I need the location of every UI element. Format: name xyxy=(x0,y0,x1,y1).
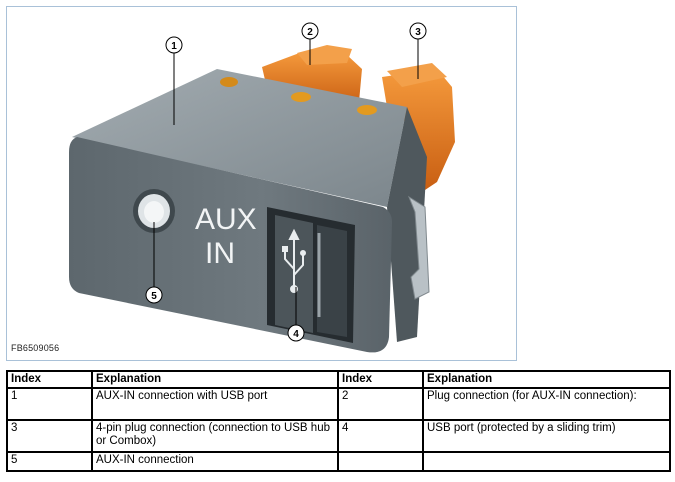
callout-3: 3 xyxy=(409,22,427,40)
metal-clip xyxy=(407,195,430,300)
table-cell: 1 xyxy=(6,387,93,421)
table-row: 1 AUX-IN connection with USB port 2 Plug… xyxy=(6,387,671,421)
svg-text:5: 5 xyxy=(151,291,157,302)
header-index: Index xyxy=(337,370,424,389)
legend-header-row: Index Explanation Index Explanation xyxy=(6,370,671,389)
table-cell: USB port (protected by a sliding trim) xyxy=(422,419,671,453)
header-explanation: Explanation xyxy=(422,370,671,389)
figure-id-label: FB6509056 xyxy=(11,343,60,353)
housing-top xyxy=(72,69,407,207)
usb-port-sliding-trim xyxy=(267,207,355,343)
table-cell: Plug connection (for AUX-IN connection): xyxy=(422,387,671,421)
callout-5: 5 xyxy=(145,286,163,304)
table-cell: AUX-IN connection with USB port xyxy=(91,387,339,421)
table-row: 3 4-pin plug connection (connection to U… xyxy=(6,419,671,453)
table-cell xyxy=(422,451,671,472)
table-cell: 4 xyxy=(337,419,424,453)
aux-in-illustration: AUX IN 1 xyxy=(69,22,455,353)
table-row: 5 AUX-IN connection xyxy=(6,451,671,472)
callout-4: 4 xyxy=(287,324,305,342)
plug-connection-3 xyxy=(382,63,455,192)
callout-2: 2 xyxy=(301,22,319,40)
header-index: Index xyxy=(6,370,93,389)
svg-text:4: 4 xyxy=(293,329,299,340)
svg-text:1: 1 xyxy=(171,41,177,52)
table-cell: 2 xyxy=(337,387,424,421)
callout-1: 1 xyxy=(165,36,183,54)
aux-in-figure: AUX IN 1 xyxy=(6,6,517,361)
callout-leaders xyxy=(153,38,419,325)
usb-icon xyxy=(282,228,306,293)
header-explanation: Explanation xyxy=(91,370,339,389)
svg-text:2: 2 xyxy=(307,27,313,38)
table-cell: 3 xyxy=(6,419,93,453)
panel-label-in: IN xyxy=(205,237,235,270)
table-cell: 4-pin plug connection (connection to USB… xyxy=(91,419,339,453)
aux-jack xyxy=(133,189,175,233)
svg-text:3: 3 xyxy=(415,27,421,38)
panel-label-aux: AUX xyxy=(195,203,257,236)
legend-table: Index Explanation Index Explanation 1 AU… xyxy=(6,370,671,472)
table-cell: 5 xyxy=(6,451,93,472)
table-cell: AUX-IN connection xyxy=(91,451,339,472)
table-cell xyxy=(337,451,424,472)
